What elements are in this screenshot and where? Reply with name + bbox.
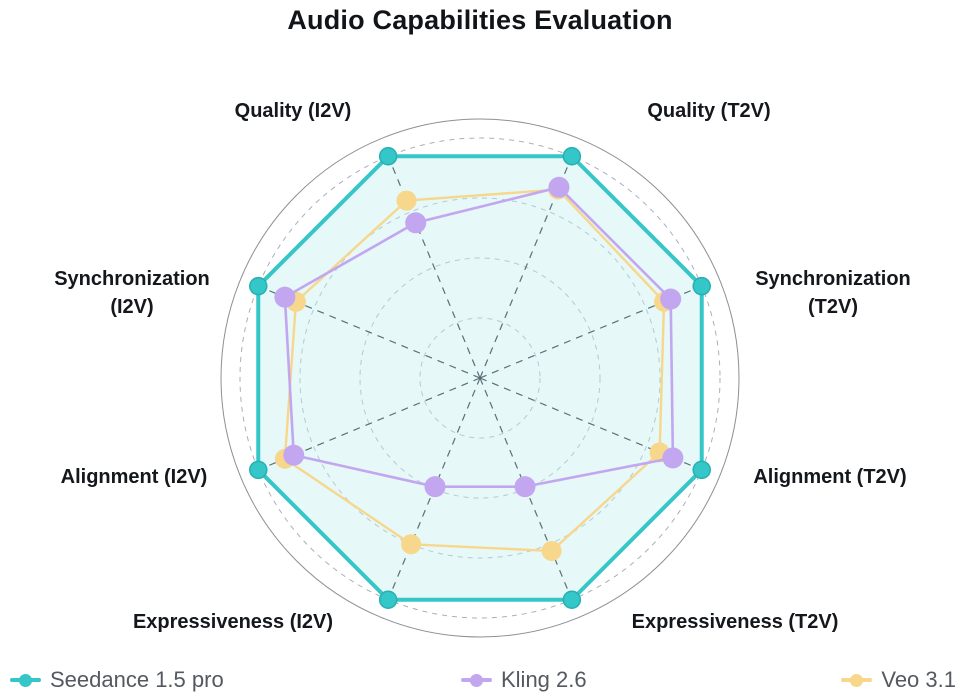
legend-item-veo: Veo 3.1: [841, 667, 956, 693]
data-point-kling-2-6-expressiveness-t2v: [514, 476, 536, 498]
data-point-seedance-1-5-pro-quality-i2v: [378, 147, 398, 166]
data-point-seedance-1-5-pro-expressiveness-t2v: [562, 590, 582, 609]
grid-outer-circle: [220, 118, 740, 638]
grid-ring: [359, 257, 601, 499]
data-point-kling-2-6-synchronization-t2v: [660, 288, 682, 310]
data-point-kling-2-6-alignment-i2v: [283, 444, 305, 466]
legend-label-kling: Kling 2.6: [501, 667, 587, 692]
legend-item-seedance: Seedance 1.5 pro: [10, 667, 224, 693]
series-area-seedance-1-5-pro: [256, 154, 704, 602]
legend-label-veo: Veo 3.1: [881, 667, 956, 692]
axis-label-expressiveness-i2v: Expressiveness (I2V): [133, 611, 333, 633]
data-point-kling-2-6-quality-t2v: [548, 176, 570, 198]
grid-ring: [239, 137, 721, 619]
axis-label-synchronization-i2v: Synchronization(I2V): [54, 268, 210, 318]
grid-ring: [299, 197, 661, 559]
data-point-kling-2-6-synchronization-i2v: [274, 286, 296, 308]
data-point-seedance-1-5-pro-alignment-t2v: [692, 460, 711, 480]
data-point-veo-3-1-expressiveness-i2v: [401, 534, 422, 555]
axis-label-synchronization-t2v: Synchronization(T2V): [755, 268, 911, 318]
data-point-veo-3-1-quality-i2v: [396, 190, 417, 211]
data-point-veo-3-1-expressiveness-t2v: [541, 540, 562, 561]
legend-marker-kling-icon: [461, 673, 492, 687]
grid-ring: [419, 317, 541, 439]
chart-title: Audio Capabilities Evaluation: [287, 5, 673, 35]
axis-label-quality-i2v: Quality (I2V): [235, 100, 352, 122]
axis-label-alignment-i2v: Alignment (I2V): [61, 466, 208, 488]
legend-marker-seedance-icon: [10, 673, 41, 687]
data-point-kling-2-6-quality-i2v: [405, 212, 427, 234]
data-point-seedance-1-5-pro-synchronization-t2v: [692, 276, 711, 296]
legend-item-kling: Kling 2.6: [461, 667, 587, 693]
data-point-kling-2-6-alignment-t2v: [662, 447, 684, 469]
axis-label-expressiveness-t2v: Expressiveness (T2V): [632, 611, 839, 633]
data-point-seedance-1-5-pro-expressiveness-i2v: [378, 590, 398, 609]
data-point-seedance-1-5-pro-alignment-i2v: [249, 460, 268, 480]
legend-label-seedance: Seedance 1.5 pro: [50, 667, 224, 692]
data-point-kling-2-6-expressiveness-i2v: [424, 476, 446, 498]
data-point-seedance-1-5-pro-quality-t2v: [562, 147, 582, 166]
data-point-seedance-1-5-pro-synchronization-i2v: [249, 276, 268, 296]
legend-marker-veo-icon: [841, 673, 873, 687]
axis-label-quality-t2v: Quality (T2V): [647, 100, 770, 122]
axis-label-alignment-t2v: Alignment (T2V): [753, 466, 906, 488]
legend: Seedance 1.5 pro Kling 2.6 Veo 3.1: [0, 663, 960, 700]
